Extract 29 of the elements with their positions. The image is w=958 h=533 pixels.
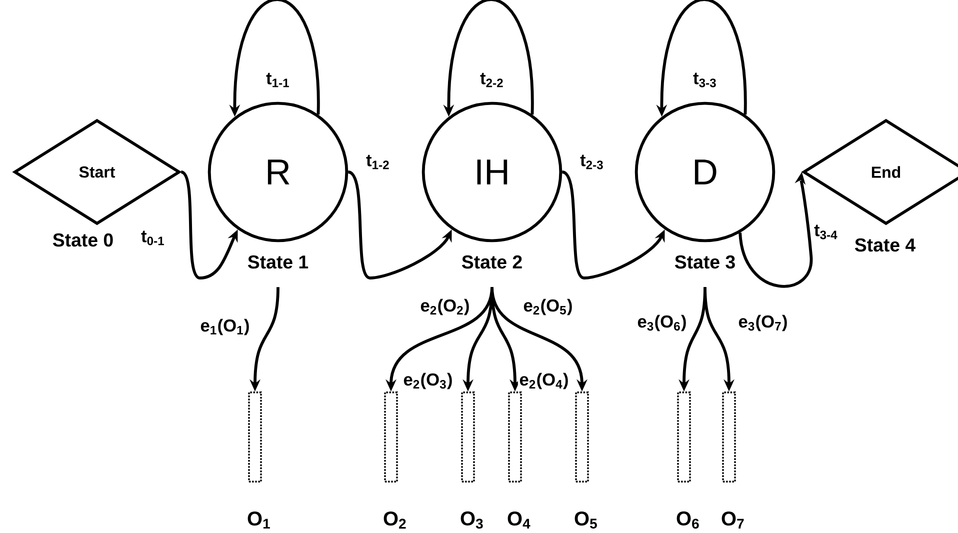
arrow <box>348 170 452 280</box>
edge-label: t$_{2-3}$ <box>578 153 606 171</box>
arrow <box>562 170 665 280</box>
edge-label: e$_{2}$(O$_{3}$) <box>402 372 454 390</box>
edge-label: t$_{3-4}$ <box>812 223 840 241</box>
arrow <box>180 170 238 280</box>
output-label: O$_{4}$ <box>508 512 530 528</box>
edge-label: e$_{3}$(O$_{6}$) <box>636 314 688 332</box>
edge-label: t$_{0-1}$ <box>140 229 166 247</box>
edge-label: t$_{2-2}$ <box>478 72 506 88</box>
edge-label: t$_{1-1}$ <box>264 72 292 88</box>
edge-label: e$_{2}$(O$_{4}$) <box>518 372 570 390</box>
output-label: O$_{2}$ <box>384 511 406 529</box>
output-label: O$_{5}$ <box>574 511 597 529</box>
edge-label: e$_{2}$(O$_{2}$) <box>418 298 472 316</box>
state-label: State 1 <box>248 255 308 269</box>
output-label: O$_{3}$ <box>460 511 483 529</box>
edge-label: t$_{3-3}$ <box>692 71 718 89</box>
state-label: State 3 <box>674 255 735 269</box>
state-label: State 4 <box>854 238 916 252</box>
state-label: State 0 <box>52 233 113 247</box>
edge-label: e$_{3}$(O$_{7}$) <box>736 314 790 332</box>
output-label: O$_{7}$ <box>722 512 744 528</box>
output-label: O$_{1}$ <box>248 512 270 528</box>
edge-label: t$_{1-2}$ <box>364 154 392 170</box>
edge-label: e$_{1}$(O$_{1}$) <box>198 318 252 336</box>
output-label: O$_{6}$ <box>676 511 699 529</box>
state-label: State 2 <box>462 255 522 269</box>
edge-label: e$_{2}$(O$_{5}$) <box>522 298 574 316</box>
